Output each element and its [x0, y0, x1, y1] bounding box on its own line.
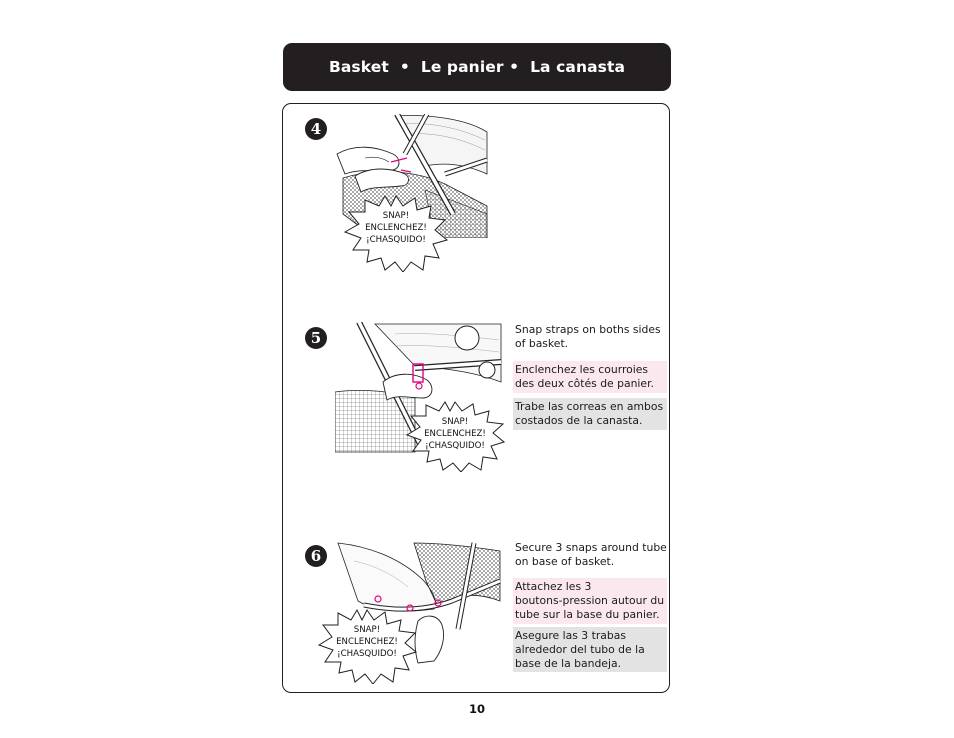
section-title: Basket • Le panier • La canasta — [328, 58, 626, 76]
step-5-text-es: Trabe las correas en ambos costados de l… — [513, 398, 667, 430]
step-6-number: 6 — [305, 545, 327, 567]
step-5-text-en: Snap straps on boths sides of basket. — [515, 323, 661, 351]
step-6-text-es: Asegure las 3 trabas alrededor del tubo … — [513, 627, 667, 672]
snap-label-fr: ENCLENCHEZ! — [365, 223, 427, 233]
step-6-text-en: Secure 3 snaps around tube on base of ba… — [515, 541, 667, 569]
step-4-illustration — [335, 114, 491, 238]
step-5-illustration — [335, 322, 503, 454]
snap-label-es: ¡CHASQUIDO! — [337, 649, 397, 659]
step-4-snap-burst: SNAP! ENCLENCHEZ! ¡CHASQUIDO! — [343, 194, 449, 273]
snap-label-en: SNAP! — [441, 417, 469, 427]
snap-label-fr: ENCLENCHEZ! — [336, 637, 398, 647]
instructions-frame — [282, 103, 670, 693]
section-header: Basket • Le panier • La canasta — [283, 43, 671, 91]
step-5-snap-burst: SNAP! ENCLENCHEZ! ¡CHASQUIDO! — [405, 400, 506, 473]
snap-label-fr: ENCLENCHEZ! — [424, 429, 486, 439]
step-5-number: 5 — [305, 327, 327, 349]
snap-label-es: ¡CHASQUIDO! — [425, 441, 485, 451]
page-number: 10 — [468, 702, 485, 716]
step-6-text-fr: Attachez les 3 boutons-pression autour d… — [513, 578, 667, 624]
snap-label-en: SNAP! — [353, 625, 381, 635]
snap-label-es: ¡CHASQUIDO! — [366, 235, 426, 245]
snap-label-en: SNAP! — [382, 211, 410, 221]
step-5-text-fr: Enclenchez les courroies des deux côtés … — [513, 361, 667, 393]
step-6-illustration — [334, 541, 502, 665]
step-6-snap-burst: SNAP! ENCLENCHEZ! ¡CHASQUIDO! — [317, 608, 418, 685]
step-4-number: 4 — [305, 118, 327, 140]
